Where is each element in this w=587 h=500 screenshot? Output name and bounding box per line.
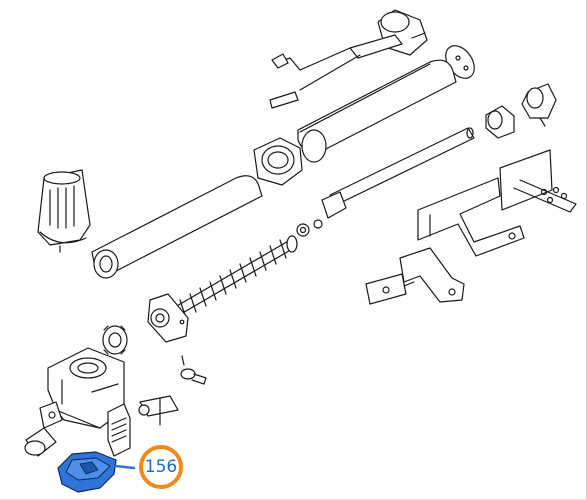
motor-housing-cap[interactable] [37,169,91,253]
gear-cover[interactable] [107,403,131,457]
threaded-screw[interactable] [169,235,298,319]
mounting-bracket-bent[interactable] [417,177,525,257]
gearbox-plate[interactable] [147,293,189,343]
switch-wire-harness[interactable] [269,34,403,109]
mounting-bracket-large[interactable] [499,149,577,213]
shaft-adapter-right[interactable] [521,83,557,127]
clip-fastener[interactable] [365,273,415,305]
adjustment-knob[interactable] [180,368,207,385]
callout-number[interactable]: 156 [144,457,178,477]
tube-end-ring[interactable] [253,137,303,186]
callout-marker[interactable] [139,445,183,489]
mounting-bracket-lower[interactable] [399,247,465,303]
upper-tube[interactable] [297,59,457,163]
shaft-adapter-small[interactable] [485,105,515,139]
small-cylinder[interactable] [24,427,57,457]
drive-shaft[interactable] [296,127,475,237]
drive-gear[interactable] [102,325,128,355]
highlighted-part-156[interactable] [57,451,136,493]
small-pin[interactable] [181,355,185,366]
middle-tube[interactable] [91,175,263,279]
mount-bracket-small[interactable] [39,401,63,429]
limit-switch-pin[interactable] [138,395,179,426]
